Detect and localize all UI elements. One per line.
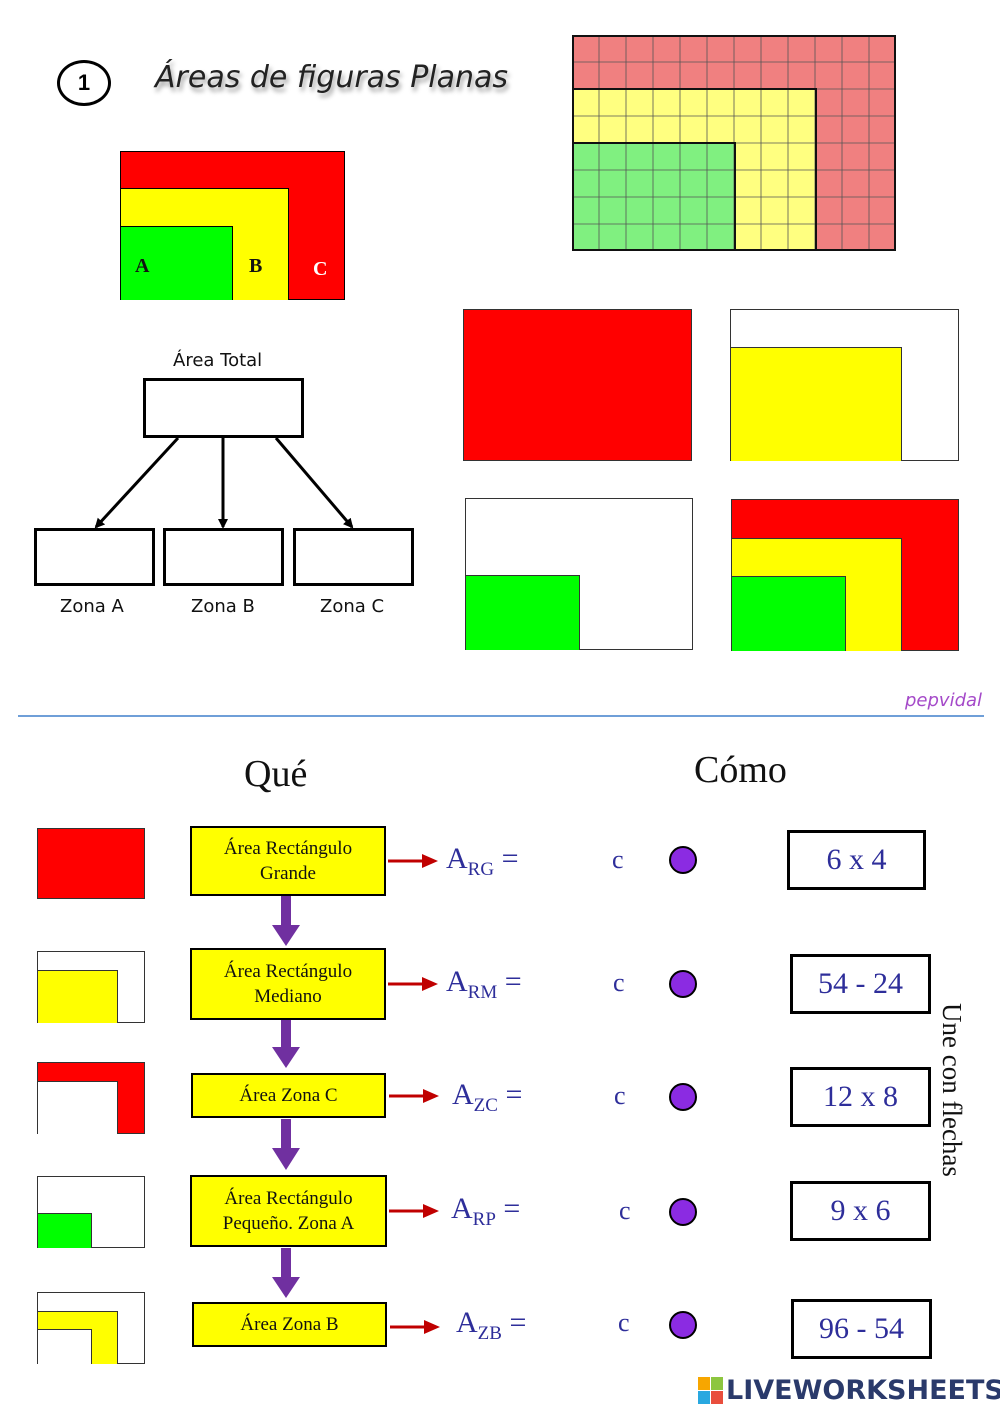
tree-arrows: [94, 436, 354, 529]
answer-box-4[interactable]: 9 x 6: [790, 1181, 931, 1241]
match-dot-2[interactable]: [669, 970, 697, 998]
zone-b-label: Zona B: [191, 596, 255, 617]
author-signature: pepvidal: [905, 690, 983, 711]
panel-all-green: [732, 576, 846, 651]
grid-green-outline: [572, 142, 736, 251]
thumb-green-rect: [38, 1213, 92, 1248]
nested-figure: A B C: [120, 151, 345, 300]
thumb-zone-c: [37, 1062, 145, 1134]
zone-a-letter: A: [135, 255, 150, 277]
connector-c-5: c: [618, 1308, 630, 1337]
purple-down-arrows: [272, 896, 300, 1298]
logo-icon: [698, 1376, 723, 1404]
panel-yellow-rect: [731, 347, 902, 461]
thumb-red: [37, 828, 145, 899]
arrow-to-zone-a: [94, 436, 180, 529]
thumb-zone-b-hole: [38, 1329, 92, 1364]
page-title: Áreas de figuras Planas: [155, 60, 509, 95]
answer-box-1[interactable]: 6 x 4: [787, 830, 926, 890]
purple-arrow-2: [272, 1020, 300, 1068]
heading-que: Qué: [244, 753, 308, 795]
thumb-zone-c-hole: [38, 1081, 118, 1134]
zone-c-box[interactable]: [293, 528, 414, 586]
section-divider: [18, 715, 984, 717]
match-dot-3[interactable]: [669, 1083, 697, 1111]
flow-arrows: [272, 854, 440, 1334]
grid-figure: [572, 35, 896, 251]
label-area-zona-b: Área Zona B: [192, 1302, 387, 1347]
thumb-yellow-rect: [38, 970, 118, 1023]
thumb-yellow: [37, 951, 145, 1023]
zone-b-letter: B: [249, 255, 263, 277]
thumb-zone-b: [37, 1292, 145, 1364]
connector-c-1: c: [612, 845, 624, 874]
formula-arm: ARM =: [446, 965, 522, 1003]
zone-a-box[interactable]: [34, 528, 155, 586]
zone-a-label: Zona A: [60, 596, 124, 617]
purple-arrow-3: [272, 1119, 300, 1170]
connector-c-4: c: [619, 1196, 631, 1225]
instruction-text: Une con flechas: [937, 1003, 967, 1177]
match-dot-1[interactable]: [669, 846, 697, 874]
zone-b-box[interactable]: [163, 528, 284, 586]
exercise-number: 1: [57, 60, 111, 106]
panel-red-full: [463, 309, 692, 461]
red-arrow-head-3: [423, 1089, 439, 1103]
panel-green-rect: [466, 575, 580, 650]
purple-arrow-4: [272, 1248, 300, 1298]
liveworksheets-logo: LIVEWORKSHEETS: [698, 1375, 1000, 1406]
purple-arrow-1: [272, 896, 300, 946]
match-dot-4[interactable]: [669, 1198, 697, 1226]
heading-como: Cómo: [694, 749, 787, 791]
red-right-arrows: [388, 854, 440, 1334]
connector-c-2: c: [613, 968, 625, 997]
answer-box-2[interactable]: 54 - 24: [790, 954, 931, 1014]
panel-all-zones: [731, 499, 959, 651]
answer-box-3[interactable]: 12 x 8: [790, 1067, 931, 1127]
panel-green: [465, 498, 693, 650]
red-arrow-head-5: [424, 1320, 440, 1334]
connector-c-3: c: [614, 1081, 626, 1110]
answer-box-5[interactable]: 96 - 54: [791, 1299, 932, 1359]
logo-text: LIVEWORKSHEETS: [726, 1375, 1000, 1406]
total-area-box[interactable]: [143, 378, 304, 438]
formula-azc: AZC =: [452, 1078, 523, 1116]
thumb-green: [37, 1176, 145, 1248]
zone-a-region: [121, 226, 233, 300]
formula-arp: ARP =: [451, 1192, 521, 1230]
label-area-zona-c: Área Zona C: [191, 1073, 386, 1118]
red-arrow-head-1: [422, 854, 438, 868]
red-arrow-head-4: [423, 1204, 439, 1218]
zone-c-label: Zona C: [320, 596, 385, 617]
zone-c-letter: C: [313, 258, 328, 280]
arrow-to-zone-c: [274, 437, 354, 529]
total-area-label: Área Total: [173, 350, 263, 371]
formula-azb: AZB =: [456, 1306, 527, 1344]
formula-arg: ARG =: [446, 842, 519, 880]
panel-yellow: [730, 309, 959, 461]
match-dot-5[interactable]: [669, 1311, 697, 1339]
red-arrow-head-2: [422, 977, 438, 991]
